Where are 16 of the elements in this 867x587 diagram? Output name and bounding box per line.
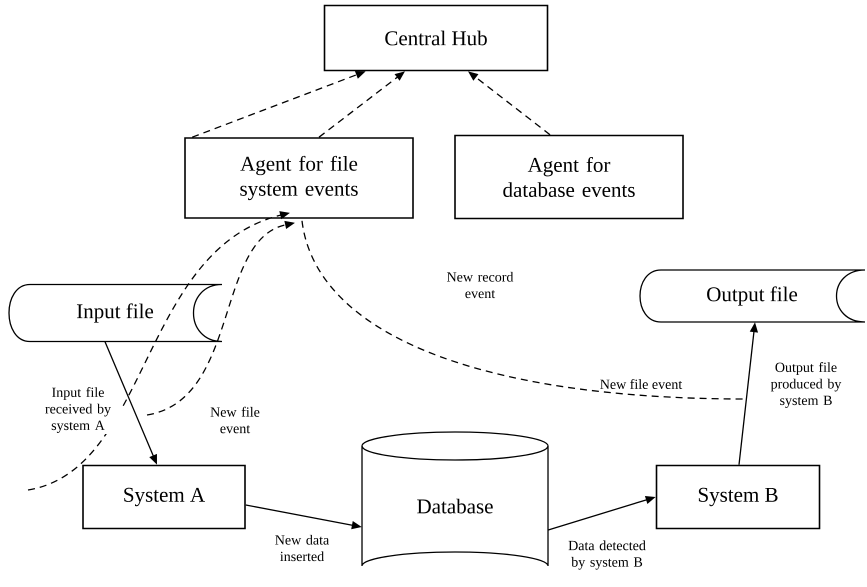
process-box: Central Hub: [324, 4, 548, 72]
edge-label: New file event: [598, 378, 684, 390]
edge-label: Input file received by system A: [34, 386, 122, 434]
process-box: Agent for file system events: [184, 137, 414, 219]
edge-label: Output file produced by system B: [765, 361, 847, 409]
process-box: Agent for database events: [454, 134, 684, 220]
process-box: System B: [656, 464, 820, 530]
note-label: New record event: [447, 272, 514, 298]
process-box: System A: [82, 464, 246, 530]
stored-data-shape: Output file: [639, 269, 866, 323]
edge-label: New data inserted: [268, 534, 336, 562]
stored-data-shape: Input file: [8, 284, 223, 342]
edge-label: New file event: [204, 406, 266, 434]
database-cylinder: Database: [361, 431, 549, 567]
node-label: Database: [417, 498, 493, 514]
edge-label: Data detected by system B: [567, 539, 647, 571]
